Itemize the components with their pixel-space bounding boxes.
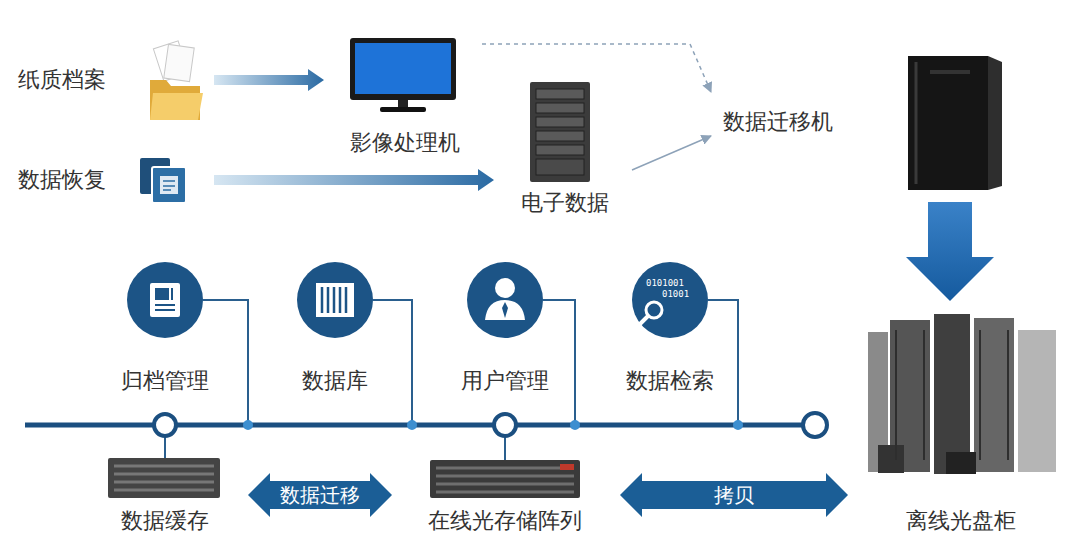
file-lines [163, 181, 175, 190]
timeline-node [803, 413, 827, 437]
storage-node: 数据缓存 [90, 452, 240, 538]
monitor-screen [355, 43, 451, 94]
folder-front [150, 93, 203, 120]
node-label: 归档管理 [121, 368, 209, 394]
function-node: 归档管理 [100, 258, 230, 398]
user-icon [495, 278, 515, 298]
server-case [530, 82, 590, 182]
block-arrow [906, 202, 994, 301]
cabinet-lines [896, 330, 1008, 460]
node-label: 纸质档案 [18, 67, 106, 93]
block-arrow [214, 169, 494, 191]
drive-bay [536, 103, 584, 113]
database-icon [316, 283, 354, 317]
function-circle [632, 262, 708, 338]
optical-array [430, 460, 580, 498]
pc-tower [908, 56, 1002, 190]
timeline-dot [733, 420, 743, 430]
binary-digits: 01001 [662, 290, 689, 299]
branch-line [165, 436, 505, 460]
source-item: 纸质档案 [10, 40, 210, 120]
arrow-label: 拷贝 [711, 483, 757, 507]
user-icon [502, 302, 508, 318]
node-label: 数据库 [302, 368, 368, 394]
drive-bay [536, 89, 584, 99]
block-arrow [620, 473, 848, 517]
function-icons [127, 262, 708, 338]
paper-sheet [164, 44, 194, 81]
drive-bay [536, 117, 584, 127]
drive-bay [536, 145, 584, 155]
recovery-icon [140, 158, 186, 203]
cabinet-unit [878, 445, 904, 473]
timeline-node [494, 414, 516, 436]
array-led [560, 464, 574, 470]
source-item: 数据恢复 [10, 150, 210, 210]
timeline-dot [407, 420, 417, 430]
cabinet-rack [934, 314, 970, 474]
archive-icon [155, 288, 175, 310]
server-tower [530, 82, 590, 182]
file-page [160, 176, 178, 194]
function-circle [127, 262, 203, 338]
device-node: 电子数据 [500, 75, 630, 220]
drive-bay [536, 131, 584, 141]
block-arrow [248, 473, 392, 517]
archive-icon [155, 288, 169, 300]
server-bays [114, 466, 214, 490]
storage-node: 离线光盘柜 [858, 305, 1063, 538]
node-label: 数据缓存 [121, 508, 209, 534]
search-icon [640, 316, 648, 324]
disc-cabinet [868, 314, 1056, 474]
storage-node: 在线光存储阵列 [400, 452, 610, 538]
node-label: 电子数据 [521, 190, 609, 216]
tower-front [908, 56, 988, 190]
function-node: 用户管理 [440, 258, 570, 398]
cache-server [108, 458, 220, 498]
timeline-node [154, 414, 176, 436]
binary-digits: 0101001 [646, 279, 684, 288]
device-node: 影像处理机 [330, 32, 480, 160]
file-icon [152, 167, 186, 203]
server-case [108, 458, 220, 498]
user-icon [485, 300, 525, 320]
paper-icon [150, 41, 203, 120]
cabinet-unit [946, 452, 976, 474]
tower-glare [915, 62, 918, 184]
timeline-dot [243, 420, 253, 430]
block-arrow [214, 69, 324, 91]
timeline-dot [570, 420, 580, 430]
node-label: 用户管理 [461, 368, 549, 394]
device-node: 数据迁移机 [715, 48, 1010, 196]
cabinet-rack [1018, 330, 1056, 472]
flow-arrow [482, 44, 711, 92]
tower-slot [930, 70, 970, 74]
function-node: 数据库 [270, 258, 400, 398]
arrow-label: 数据迁移 [277, 483, 363, 507]
archive-icon [150, 283, 180, 317]
monitor-bezel [350, 38, 456, 100]
monitor-base [380, 107, 426, 112]
node-label: 数据恢复 [18, 167, 106, 193]
array-case [430, 460, 580, 498]
function-circle [297, 262, 373, 338]
node-label: 在线光存储阵列 [428, 508, 582, 534]
node-label: 数据迁移机 [723, 109, 833, 135]
node-label: 离线光盘柜 [906, 508, 1016, 534]
node-label: 数据检索 [626, 368, 714, 394]
array-bays [436, 468, 574, 492]
drive-bay [536, 159, 584, 175]
monitor-stand [398, 100, 408, 107]
database-icon [322, 287, 346, 313]
flow-arrow [632, 136, 711, 170]
node-label: 影像处理机 [350, 130, 460, 156]
monitor [350, 38, 456, 112]
tower-side [988, 56, 1002, 190]
function-circle [467, 262, 543, 338]
